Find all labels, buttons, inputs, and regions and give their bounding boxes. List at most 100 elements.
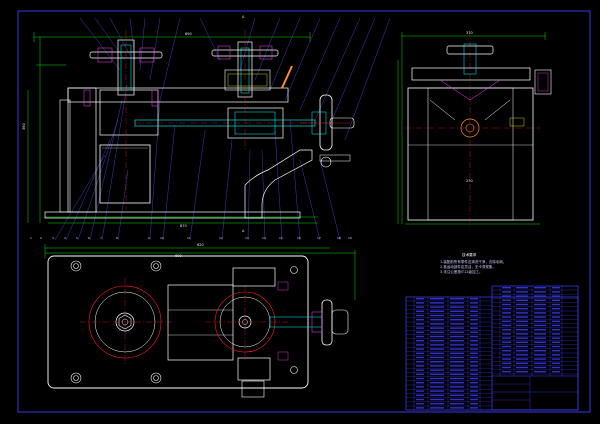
table-cell-text xyxy=(516,329,528,331)
table-cell-text xyxy=(450,382,464,384)
table-cell-text xyxy=(516,299,528,301)
table-cell-text xyxy=(552,299,560,301)
table-cell-text xyxy=(552,371,560,373)
table-cell-text xyxy=(450,386,464,388)
table-cell-text xyxy=(552,316,560,318)
table-cell-text xyxy=(516,312,528,314)
table-cell-text xyxy=(430,365,444,367)
table-cell-text xyxy=(416,323,424,325)
table-cell-text xyxy=(416,407,424,409)
table-cell-text xyxy=(450,331,464,333)
table-cell-text xyxy=(450,335,464,338)
svg-text:18: 18 xyxy=(337,236,341,240)
table-cell-text xyxy=(502,287,511,289)
table-cell-text xyxy=(430,335,444,338)
table-cell-text xyxy=(416,327,424,329)
top-section-marker: A xyxy=(242,15,245,19)
table-cell-text xyxy=(502,324,511,327)
svg-text:4: 4 xyxy=(64,236,66,240)
table-cell-text xyxy=(416,356,424,359)
table-cell-text xyxy=(470,373,478,375)
table-cell-text xyxy=(534,371,546,373)
table-cell-text xyxy=(416,369,424,371)
table-cell-text xyxy=(470,398,478,401)
table-cell-text xyxy=(450,340,464,342)
table-cell-text xyxy=(430,348,444,350)
svg-text:1: 1 xyxy=(30,236,32,240)
svg-text:11: 11 xyxy=(187,236,191,240)
table-cell-text xyxy=(416,394,424,396)
table-cell-text xyxy=(430,361,444,363)
table-cell-text xyxy=(502,333,511,335)
table-cell-text xyxy=(470,348,478,350)
table-cell-text xyxy=(516,320,528,322)
table-cell-text xyxy=(450,314,464,317)
table-cell-text xyxy=(450,398,464,401)
table-cell-text xyxy=(470,361,478,363)
svg-text:16: 16 xyxy=(297,236,301,240)
table-cell-text xyxy=(470,302,478,304)
table-cell-text xyxy=(450,344,464,346)
table-cell-text xyxy=(534,312,546,314)
plan-width-dim: 620 xyxy=(197,243,204,247)
table-cell-text xyxy=(534,287,546,289)
table-cell-text xyxy=(416,319,424,321)
table-cell-text xyxy=(430,310,444,312)
table-cell-text xyxy=(534,291,546,293)
svg-text:13: 13 xyxy=(245,236,249,240)
table-cell-text xyxy=(552,337,560,339)
table-cell-text xyxy=(516,324,528,327)
parts-list-table xyxy=(405,285,579,411)
svg-text:8: 8 xyxy=(116,236,118,240)
table-cell-text xyxy=(450,373,464,375)
table-cell-text xyxy=(502,329,511,331)
svg-text:15: 15 xyxy=(279,236,283,240)
table-cell-text xyxy=(416,373,424,375)
table-cell-text xyxy=(516,295,528,297)
table-cell-text xyxy=(502,299,511,301)
table-cell-text xyxy=(534,308,546,310)
table-cell-text xyxy=(430,382,444,384)
table-cell-text xyxy=(450,394,464,396)
table-cell-text xyxy=(470,310,478,312)
table-cell-text xyxy=(470,386,478,388)
table-cell-text xyxy=(416,377,424,380)
table-cell-text xyxy=(534,345,546,348)
table-cell-text xyxy=(534,362,546,364)
table-cell-text xyxy=(534,333,546,335)
table-cell-text xyxy=(552,329,560,331)
table-cell-text xyxy=(516,362,528,364)
table-cell-text xyxy=(502,303,511,306)
table-cell-text xyxy=(450,306,464,308)
front-view-dimensions xyxy=(27,32,318,224)
plan-view: 620 600 xyxy=(44,243,356,398)
table-cell-text xyxy=(430,314,444,317)
svg-text:5: 5 xyxy=(76,236,78,240)
table-cell-text xyxy=(450,319,464,321)
table-cell-text xyxy=(470,319,478,321)
svg-text:6: 6 xyxy=(88,236,90,240)
table-cell-text xyxy=(516,337,528,339)
table-cell-text xyxy=(430,319,444,321)
table-cell-text xyxy=(516,358,528,360)
table-cell-text xyxy=(470,377,478,380)
table-cell-text xyxy=(502,337,511,339)
table-cell-text xyxy=(416,365,424,367)
svg-text:2: 2 xyxy=(40,236,42,240)
table-cell-text xyxy=(516,333,528,335)
table-cell-text xyxy=(450,390,464,392)
table-cell-text xyxy=(552,350,560,352)
table-cell-text xyxy=(534,337,546,339)
table-cell-text xyxy=(430,331,444,333)
table-cell-text xyxy=(502,354,511,356)
table-cell-text xyxy=(430,369,444,371)
table-cell-text xyxy=(470,390,478,392)
table-cell-text xyxy=(516,316,528,318)
table-cell-text xyxy=(416,344,424,346)
table-cell-text xyxy=(552,354,560,356)
table-cell-text xyxy=(552,362,560,364)
table-cell-text xyxy=(534,350,546,352)
table-cell-text xyxy=(552,333,560,335)
